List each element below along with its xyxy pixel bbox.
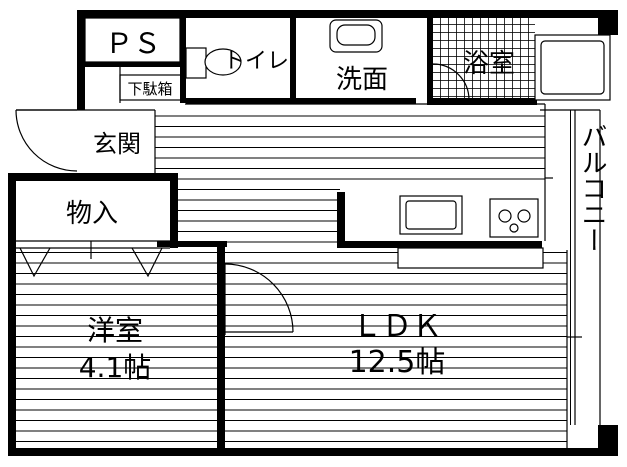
entrance-door — [15, 109, 78, 172]
thin-outlines — [16, 17, 601, 448]
room-label-ps: ＰＳ — [105, 27, 161, 60]
bathtub-icon — [534, 34, 611, 101]
room-size-ldk: 12.5帖 — [349, 345, 446, 380]
room-label-toilet: トイレ — [223, 49, 289, 74]
corridor-floor — [155, 110, 545, 180]
room-label-washroom: 洗面 — [336, 65, 388, 95]
room-label-entrance: 玄関 — [93, 130, 141, 158]
room-label-bathroom: 浴室 — [463, 49, 515, 79]
toilet-icon — [185, 47, 242, 79]
bath-door — [432, 63, 470, 101]
room-label-storage: 物入 — [66, 199, 118, 229]
ldk-floor-upper — [175, 180, 340, 250]
western-floor — [15, 245, 220, 450]
storage-folding-doors — [16, 240, 170, 278]
kitchen-counter — [397, 247, 544, 269]
bath-floor — [432, 18, 535, 105]
room-size-western: 4.1帖 — [79, 351, 152, 384]
room-label-shoe-box: 下駄箱 — [127, 80, 172, 98]
washbasin-icon — [329, 19, 383, 53]
balcony-floor — [567, 110, 575, 425]
stove-icon — [489, 198, 539, 238]
room-label-ldk: ＬＤＫ — [352, 309, 442, 344]
ldk-floor — [225, 250, 567, 450]
western-room-door — [224, 263, 294, 335]
room-label-western: 洋室 — [87, 314, 143, 347]
floor-hatching — [15, 18, 575, 450]
walls — [8, 10, 618, 456]
room-label-balcony: バルコニー — [577, 123, 607, 253]
kitchen-sink-icon — [399, 195, 463, 235]
